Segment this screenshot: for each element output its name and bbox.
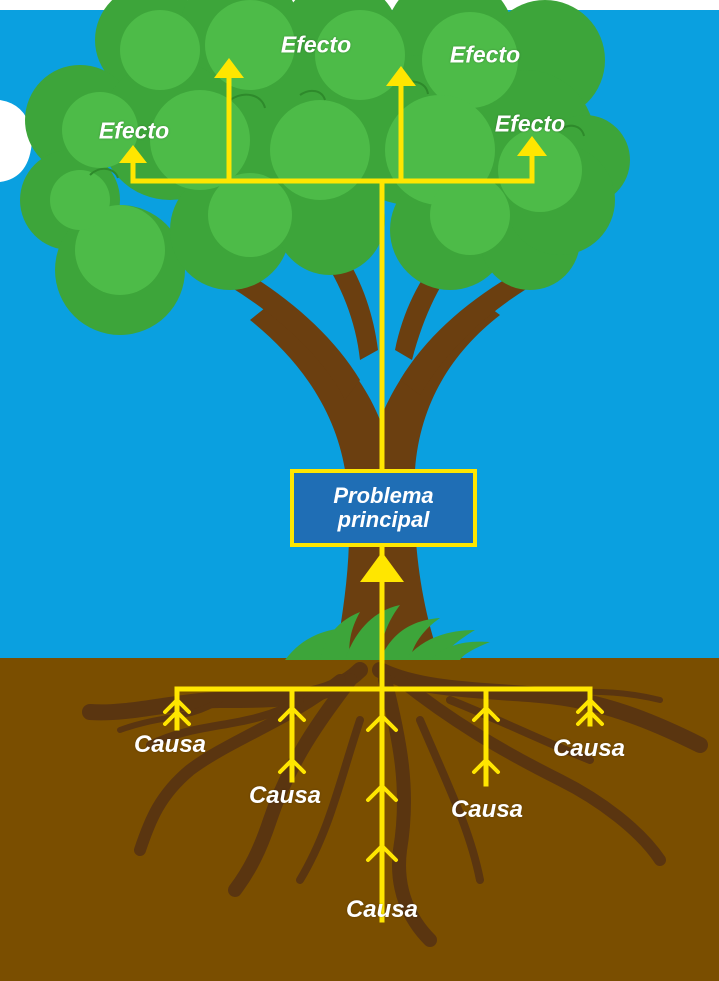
main-problem-box: Problema principal	[290, 469, 477, 547]
effect-1-arrowhead	[119, 145, 147, 163]
effect-label-4: Efecto	[494, 110, 566, 137]
problem-line-1: Problema	[333, 483, 434, 508]
problem-arrowhead	[360, 552, 404, 582]
effect-label-1: Efecto	[98, 117, 170, 144]
effect-arrowheads	[119, 58, 547, 582]
cause-label-5: Causa	[552, 735, 626, 762]
effect-label-2: Efecto	[280, 31, 352, 58]
cause-label-3: Causa	[345, 896, 419, 923]
effect-2-arrowhead	[214, 58, 244, 78]
grass-tuft	[285, 605, 490, 660]
effect-3-arrowhead	[386, 66, 416, 86]
cause-label-2: Causa	[248, 782, 322, 809]
effect-label-3: Efecto	[449, 41, 521, 68]
cause-chevrons	[163, 698, 604, 862]
left-edge-bubble	[0, 100, 32, 182]
cause-label-4: Causa	[450, 796, 524, 823]
problem-line-2: principal	[337, 507, 430, 532]
effect-4-arrowhead	[517, 136, 547, 156]
cause-label-1: Causa	[133, 731, 207, 758]
tree-foliage	[20, 0, 630, 335]
